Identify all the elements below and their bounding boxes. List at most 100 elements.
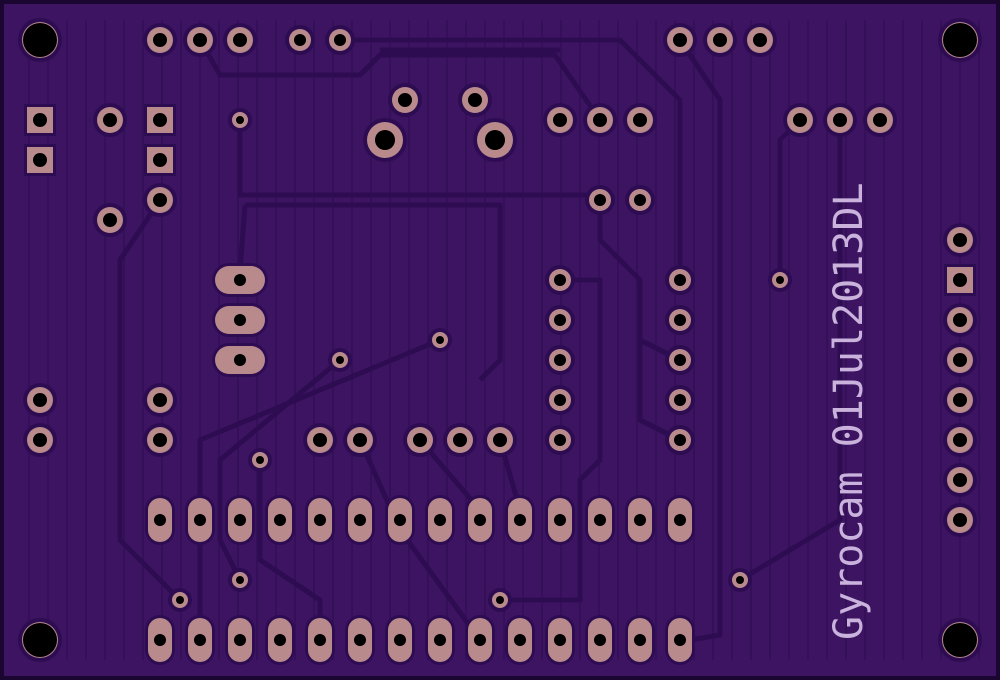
copper-trace [597, 200, 682, 443]
copper-trace [217, 358, 342, 582]
through-hole-pad-hole [633, 113, 647, 127]
through-hole-pad-hole [334, 34, 346, 46]
copper-trace [197, 38, 603, 122]
through-hole-pad-hole [453, 433, 467, 447]
large-pad-hole [375, 130, 395, 150]
oval-pad-hole [554, 634, 566, 646]
through-hole-pad-hole [398, 93, 412, 107]
via-hole [736, 576, 744, 584]
via-hole [256, 456, 264, 464]
header-pad-hole [953, 433, 967, 447]
ic-pad-hole [674, 394, 686, 406]
oval-pad-hole [514, 634, 526, 646]
ic-pad-hole [674, 434, 686, 446]
ic-pad-hole [554, 394, 566, 406]
via-hole [236, 116, 244, 124]
copper-trace [677, 38, 723, 643]
ic-pad-hole [554, 314, 566, 326]
oval-pad-hole [194, 514, 206, 526]
via-hole [236, 576, 244, 584]
copper-trace [237, 120, 600, 198]
through-hole-pad-hole [593, 113, 607, 127]
through-hole-pad-hole [953, 233, 967, 247]
square-pad-hole [33, 113, 47, 127]
oval-pad-hole [394, 514, 406, 526]
oval-pad-hole [674, 514, 686, 526]
square-pad-hole [153, 113, 167, 127]
oval-pad-hole [274, 634, 286, 646]
header-pad-hole [953, 513, 967, 527]
oval-pad-hole [314, 634, 326, 646]
copper-trace [245, 202, 503, 382]
oval-pad-hole [234, 354, 246, 366]
header-pad-hole [953, 313, 967, 327]
ic-pad-hole [674, 354, 686, 366]
oval-pad-hole [594, 634, 606, 646]
through-hole-pad-hole [833, 113, 847, 127]
ic-pad-hole [674, 274, 686, 286]
through-hole-pad-hole [33, 393, 47, 407]
oval-pad-hole [554, 514, 566, 526]
through-hole-pad-hole [673, 33, 687, 47]
through-hole-pad-hole [294, 34, 306, 46]
through-hole-pad-hole [873, 113, 887, 127]
ic-pad-hole [554, 354, 566, 366]
through-hole-pad-hole [103, 113, 117, 127]
through-hole-pad-hole [153, 433, 167, 447]
through-hole-pad-hole [353, 433, 367, 447]
pads [18, 18, 982, 665]
via-hole [176, 596, 184, 604]
through-hole-pad-hole [793, 113, 807, 127]
through-hole-pad-hole [753, 33, 767, 47]
mounting-hole [943, 623, 977, 657]
through-hole-pad-hole [553, 113, 567, 127]
copper-trace [500, 277, 603, 603]
oval-pad-hole [194, 634, 206, 646]
via-hole [436, 336, 444, 344]
oval-pad-hole [234, 274, 246, 286]
through-hole-pad-hole [193, 33, 207, 47]
oval-pad-hole [674, 634, 686, 646]
large-pad-hole [485, 130, 505, 150]
oval-pad-hole [314, 514, 326, 526]
oval-pad-hole [594, 514, 606, 526]
oval-pad-hole [514, 514, 526, 526]
ic-pad-hole [554, 274, 566, 286]
mounting-hole [23, 23, 57, 57]
header-pad-hole [953, 393, 967, 407]
oval-pad-hole [434, 634, 446, 646]
through-hole-pad-hole [413, 433, 427, 447]
ic-pad-hole [554, 434, 566, 446]
header-pad-hole [953, 473, 967, 487]
oval-pad-hole [354, 514, 366, 526]
oval-pad-hole [234, 314, 246, 326]
copper-trace [117, 198, 182, 602]
copper-trace [237, 204, 248, 271]
oval-pad-hole [234, 514, 246, 526]
through-hole-pad-hole [33, 433, 47, 447]
via-hole [336, 356, 344, 364]
through-hole-pad-hole [493, 433, 507, 447]
via-hole [496, 596, 504, 604]
mounting-hole [943, 23, 977, 57]
square-pad-hole [153, 153, 167, 167]
oval-pad-hole [634, 514, 646, 526]
through-hole-pad-hole [468, 93, 482, 107]
square-pad-hole [953, 273, 967, 287]
via-hole [776, 276, 784, 284]
oval-pad-hole [474, 634, 486, 646]
copper-trace [340, 37, 683, 280]
copper-trace [738, 120, 843, 583]
oval-pad-hole [434, 514, 446, 526]
oval-pad-hole [234, 634, 246, 646]
oval-pad-hole [354, 634, 366, 646]
square-pad-hole [33, 153, 47, 167]
through-hole-pad-hole [153, 193, 167, 207]
copper-trace [197, 337, 441, 640]
through-hole-pad-hole [713, 33, 727, 47]
through-hole-pad-hole [153, 393, 167, 407]
through-hole-pad-hole [634, 194, 646, 206]
through-hole-pad-hole [594, 194, 606, 206]
oval-pad-hole [154, 634, 166, 646]
